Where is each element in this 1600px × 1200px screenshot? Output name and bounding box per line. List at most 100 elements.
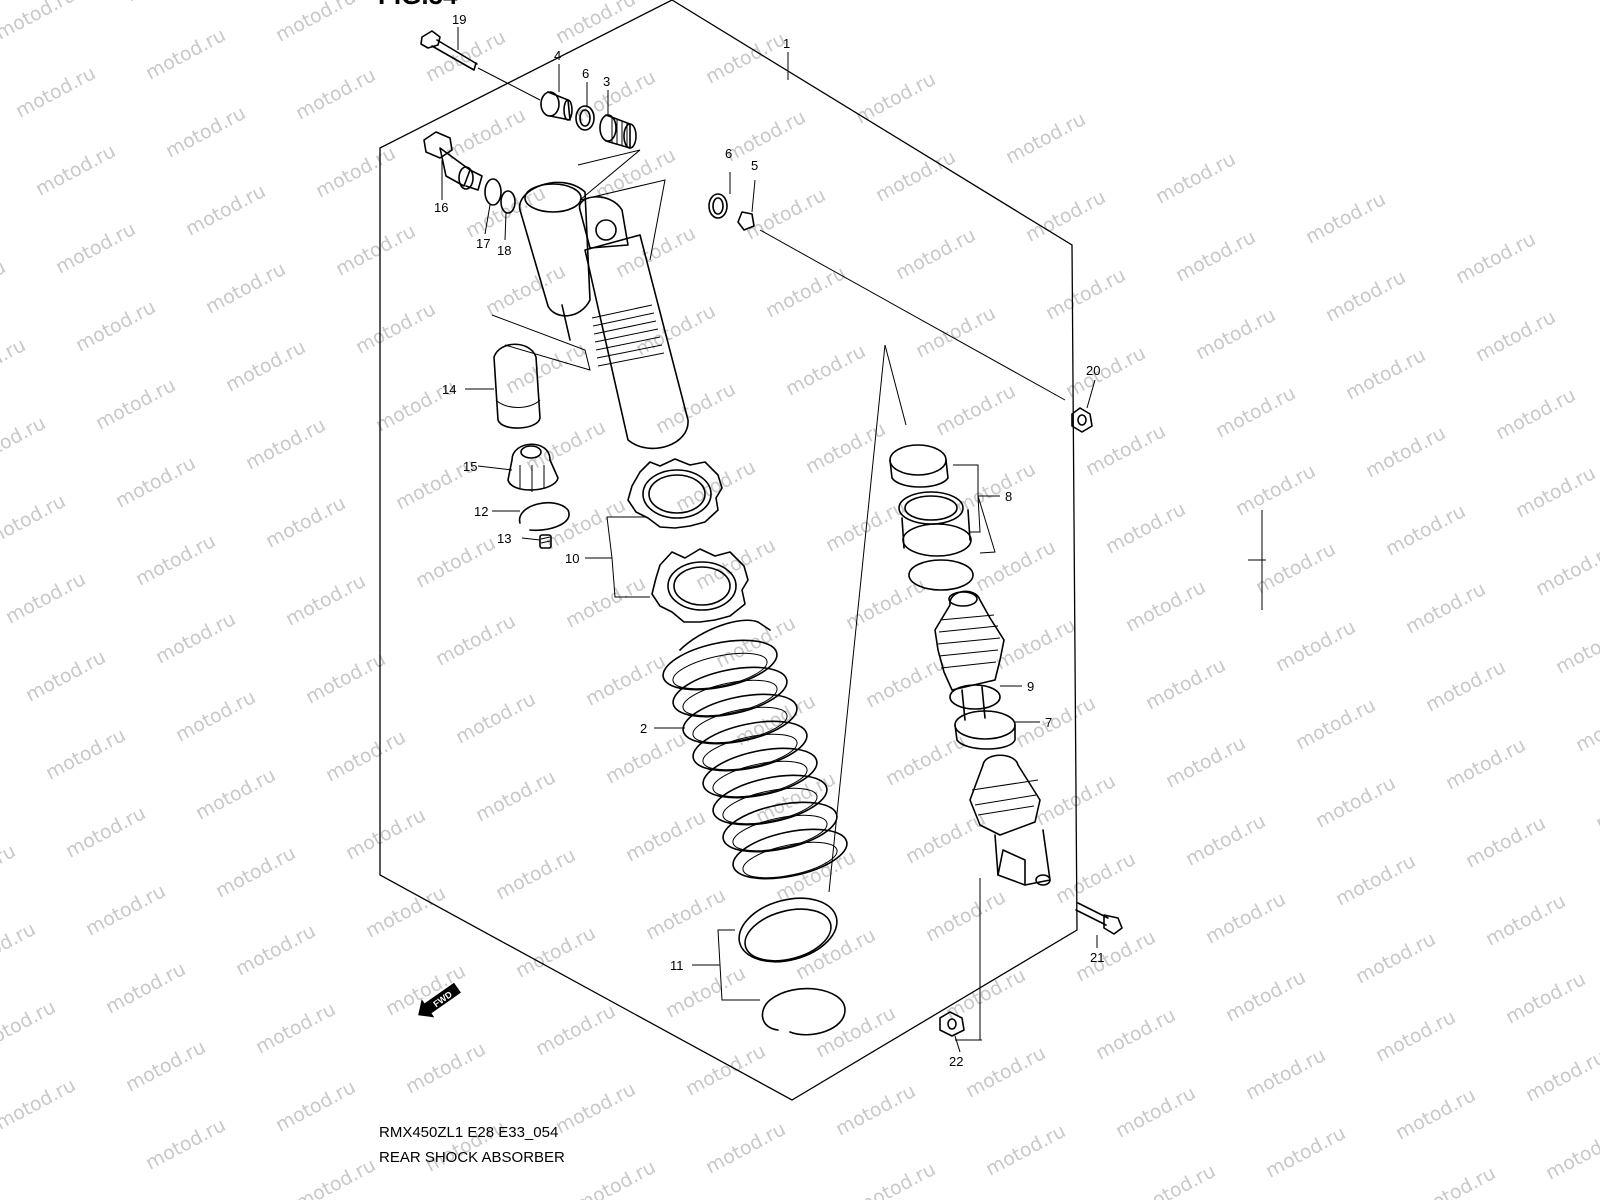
watermark-text: motod.ru — [1362, 422, 1449, 482]
watermark-text: motod.ru — [782, 340, 869, 400]
spring-coil-inner — [692, 706, 788, 744]
watermark-text: motod.ru — [82, 880, 169, 940]
reservoir-body-part — [519, 181, 591, 341]
spring-coil-inner — [682, 679, 778, 717]
watermark-text: motod.ru — [1052, 848, 1139, 908]
callout-18: 18 — [497, 243, 511, 258]
shock-body-part — [578, 196, 689, 450]
watermark-text: motod.ru — [1082, 420, 1169, 480]
locknut-10-lower-part — [651, 548, 749, 623]
watermark-text: motod.ru — [632, 300, 719, 360]
watermark-text: motod.ru — [852, 1158, 939, 1200]
watermark-text: motod.ru — [102, 958, 189, 1018]
seal-6-right-part — [708, 193, 728, 219]
watermark-text: motod.ru — [0, 0, 79, 44]
collar-4-part — [540, 91, 573, 121]
watermark-text: motod.ru — [1342, 344, 1429, 404]
watermark-text: motod.ru — [0, 256, 9, 316]
callout-13: 13 — [497, 531, 511, 546]
watermark-text: motod.ru — [1512, 462, 1599, 522]
watermark-text: motod.ru — [122, 0, 209, 6]
watermark-text: motod.ru — [0, 840, 19, 900]
watermark-text: motod.ru — [1232, 460, 1319, 520]
watermark-text: motod.ru — [652, 378, 739, 438]
watermark-text: motod.ru — [1072, 926, 1159, 986]
watermark-text: motod.ru — [1162, 732, 1249, 792]
callout-leaders — [441, 27, 1098, 1053]
watermark-text: motod.ru — [1402, 578, 1489, 638]
watermark-text: motod.ru — [92, 374, 179, 434]
watermark-text: motod.ru — [132, 530, 219, 590]
watermark-text: motod.ru — [322, 726, 409, 786]
watermark-text: motod.ru — [1522, 1046, 1600, 1106]
watermark-text: motod.ru — [1312, 772, 1399, 832]
o-ring-17-part — [484, 178, 502, 206]
watermark-text: motod.ru — [1392, 1084, 1479, 1144]
callout-22: 22 — [949, 1054, 963, 1069]
watermark-text: motod.ru — [442, 104, 529, 164]
watermark-text: motod.ru — [1152, 148, 1239, 208]
watermark-text: motod.ru — [1242, 1044, 1329, 1104]
seal-7-part — [954, 710, 1016, 750]
spring-coil — [662, 639, 778, 691]
watermark-text: motod.ru — [672, 456, 759, 516]
spring-coil-inner — [702, 733, 798, 771]
watermark-text: motod.ru — [912, 302, 999, 362]
cap-15-part — [507, 443, 559, 492]
watermark-text: motod.ru — [1472, 306, 1559, 366]
watermark-text: motod.ru — [0, 490, 69, 550]
watermark-text: motod.ru — [1192, 304, 1279, 364]
watermark-text: motod.ru — [1372, 1006, 1459, 1066]
watermark-text: motod.ru — [952, 458, 1039, 518]
watermark-text: motod.ru — [1442, 734, 1529, 794]
watermark-text: motod.ru — [932, 380, 1019, 440]
nut-20-part — [1071, 407, 1093, 433]
watermark-text: motod.ru — [282, 570, 369, 630]
watermark-text: motod.ru — [182, 180, 269, 240]
watermark-text: motod.ru — [412, 532, 499, 592]
spring-guide-11-part — [738, 897, 846, 1036]
o-ring-18-part — [500, 190, 516, 214]
watermark-text: motod.ru — [32, 140, 119, 200]
watermark-text: motod.ru — [1202, 888, 1289, 948]
callout-20: 20 — [1086, 363, 1100, 378]
watermark-text: motod.ru — [642, 884, 729, 944]
watermark-text: motod.ru — [1112, 1082, 1199, 1142]
watermark-text: motod.ru — [302, 648, 389, 708]
watermark-text: motod.ru — [1132, 1160, 1219, 1200]
watermark-text: motod.ru — [572, 1156, 659, 1200]
adjuster-16-part — [423, 131, 483, 191]
watermark-text: motod.ru — [1142, 654, 1229, 714]
callout-16: 16 — [434, 200, 448, 215]
watermark-text: motod.ru — [1482, 890, 1569, 950]
callout-2: 2 — [640, 721, 647, 736]
watermark-text: motod.ru — [252, 998, 339, 1058]
watermark-text: motod.ru — [1382, 500, 1469, 560]
watermark-text: motod.ru — [172, 686, 259, 746]
o-ring-9-part — [949, 684, 1001, 710]
spring-coil — [702, 747, 818, 799]
callout-21: 21 — [1090, 950, 1104, 965]
callout-4: 4 — [554, 48, 561, 63]
callout-1: 1 — [783, 36, 790, 51]
watermark-text: motod.ru — [1092, 1004, 1179, 1064]
watermark-text: motod.ru — [232, 920, 319, 980]
spring-coil-inner — [712, 760, 808, 798]
spring-2-part — [662, 619, 848, 880]
callout-11: 11 — [670, 958, 684, 973]
watermark-text: motod.ru — [212, 842, 299, 902]
watermark-text: motod.ru — [752, 768, 839, 828]
watermark-text: motod.ru — [312, 142, 399, 202]
watermark-text: motod.ru — [0, 412, 49, 472]
callout-15: 15 — [463, 459, 477, 474]
watermark-text: motod.ru — [262, 492, 349, 552]
seal-6-part — [575, 105, 595, 131]
watermark-text: motod.ru — [972, 536, 1059, 596]
watermark-text: motod.ru — [1182, 810, 1269, 870]
screw-13-part — [539, 534, 552, 549]
bearing-3-part — [599, 114, 637, 149]
callout-7: 7 — [1045, 715, 1052, 730]
watermark-text: motod.ru — [1532, 540, 1600, 600]
nut-22-part — [939, 1011, 965, 1037]
watermark-text: motod.ru — [452, 688, 539, 748]
